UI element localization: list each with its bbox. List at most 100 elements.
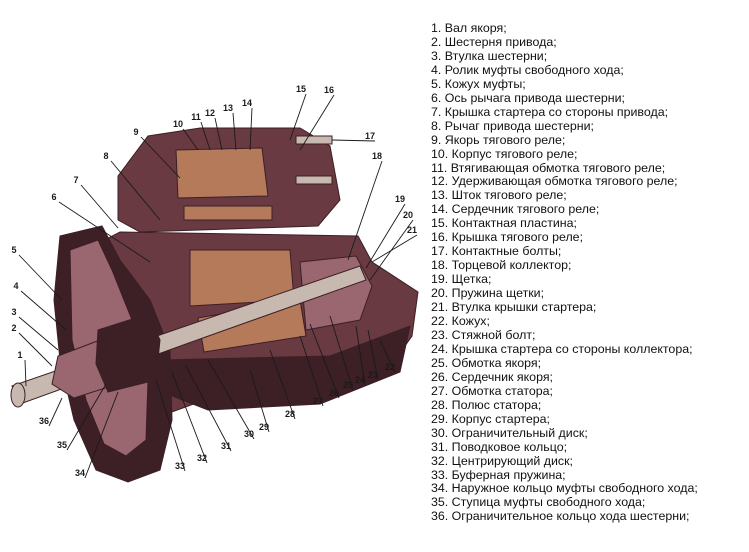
callout-number-9: 9 bbox=[133, 127, 138, 137]
callout-number-13: 13 bbox=[223, 103, 233, 113]
leader-line-34 bbox=[84, 391, 119, 479]
leader-line-7 bbox=[80, 184, 119, 229]
callout-number-12: 12 bbox=[205, 108, 215, 118]
callout-number-6: 6 bbox=[51, 192, 56, 202]
leader-line-17 bbox=[331, 139, 376, 142]
leader-line-15 bbox=[289, 93, 307, 141]
legend-item-8: 8. Рычаг привода шестерни; bbox=[431, 118, 594, 133]
callout-number-1: 1 bbox=[17, 350, 22, 360]
legend-item-31: 31. Поводковое кольцо; bbox=[431, 439, 568, 454]
leader-line-19 bbox=[365, 203, 406, 269]
leader-line-24 bbox=[355, 325, 366, 386]
leader-line-29 bbox=[249, 369, 270, 433]
legend-item-22: 22. Кожух; bbox=[431, 314, 490, 329]
callout-number-32: 32 bbox=[197, 453, 207, 463]
leader-line-21 bbox=[371, 234, 418, 263]
legend-item-34: 34. Наружное кольцо муфты свободного ход… bbox=[431, 481, 698, 496]
leader-line-10 bbox=[182, 128, 199, 151]
legend-item-9: 9. Якорь тягового реле; bbox=[431, 132, 566, 147]
callout-number-25: 25 bbox=[343, 380, 353, 390]
callout-number-31: 31 bbox=[221, 441, 231, 451]
legend-item-29: 29. Корпус стартера; bbox=[431, 411, 550, 426]
leader-line-23 bbox=[367, 329, 379, 381]
contact-bolt-upper bbox=[295, 135, 333, 145]
callout-number-16: 16 bbox=[324, 85, 334, 95]
legend-item-1: 1. Вал якоря; bbox=[431, 21, 507, 35]
legend-item-3: 3. Втулка шестерни; bbox=[431, 48, 548, 63]
leader-line-22 bbox=[379, 339, 396, 373]
legend-item-11: 11. Втягивающая обмотка тягового реле; bbox=[431, 160, 666, 175]
legend-item-7: 7. Крышка стартера со стороны привода; bbox=[431, 104, 669, 119]
leader-line-14 bbox=[249, 107, 253, 151]
callout-number-28: 28 bbox=[285, 409, 295, 419]
legend-item-26: 26. Сердечник якоря; bbox=[431, 369, 553, 384]
legend-item-17: 17. Контактные болты; bbox=[431, 244, 562, 259]
legend-item-15: 15. Контактная пластина; bbox=[431, 216, 577, 231]
leader-line-36 bbox=[48, 397, 63, 427]
callout-number-30: 30 bbox=[244, 429, 254, 439]
leader-line-28 bbox=[269, 349, 296, 420]
leader-line-35 bbox=[66, 383, 107, 451]
legend-item-23: 23. Стяжной болт; bbox=[431, 327, 536, 342]
legend-item-25: 25. Обмотка якоря; bbox=[431, 355, 542, 370]
callout-number-15: 15 bbox=[296, 84, 306, 94]
legend-item-18: 18. Торцевой коллектор; bbox=[431, 258, 572, 273]
callout-number-34: 34 bbox=[75, 468, 85, 478]
legend-item-6: 6. Ось рычага привода шестерни; bbox=[431, 90, 625, 105]
leader-line-4 bbox=[20, 290, 67, 331]
legend-item-27: 27. Обмотка статора; bbox=[431, 383, 553, 398]
legend-item-5: 5. Кожух муфты; bbox=[431, 76, 526, 91]
leader-line-25 bbox=[329, 315, 354, 391]
legend-item-32: 32. Центрирующий диск; bbox=[431, 453, 573, 468]
leader-line-26 bbox=[309, 323, 340, 399]
leader-line-6 bbox=[58, 201, 151, 263]
callout-number-24: 24 bbox=[355, 375, 365, 385]
callout-number-23: 23 bbox=[368, 370, 378, 380]
callout-number-7: 7 bbox=[73, 175, 78, 185]
leader-line-13 bbox=[232, 112, 237, 151]
legend-item-10: 10. Корпус тягового реле; bbox=[431, 146, 578, 161]
callout-number-4: 4 bbox=[13, 281, 18, 291]
parts-legend: 1. Вал якоря;2. Шестерня привода;3. Втул… bbox=[431, 21, 698, 524]
legend-item-19: 19. Щетка; bbox=[431, 272, 492, 287]
leader-line-16 bbox=[299, 94, 335, 151]
relay-winding bbox=[175, 147, 269, 199]
callout-number-10: 10 bbox=[173, 119, 183, 129]
legend-item-35: 35. Ступица муфты свободного хода; bbox=[431, 495, 646, 510]
legend-item-2: 2. Шестерня привода; bbox=[431, 34, 557, 49]
legend-item-24: 24. Крышка стартера со стороны коллектор… bbox=[431, 341, 693, 356]
starter-cutaway-illustration bbox=[10, 127, 419, 483]
leader-line-12 bbox=[214, 117, 223, 151]
callout-number-3: 3 bbox=[11, 307, 16, 317]
legend-item-28: 28. Полюс статора; bbox=[431, 397, 542, 412]
legend-item-30: 30. Ограничительный диск; bbox=[431, 425, 588, 440]
leader-line-9 bbox=[140, 136, 181, 179]
relay-winding-lower bbox=[183, 205, 273, 221]
callout-number-11: 11 bbox=[191, 112, 201, 122]
shaft-end bbox=[10, 382, 26, 408]
leader-line-33 bbox=[155, 379, 186, 472]
callout-number-20: 20 bbox=[403, 210, 413, 220]
callout-number-29: 29 bbox=[259, 422, 269, 432]
leader-line-30 bbox=[207, 359, 255, 440]
legend-item-4: 4. Ролик муфты свободного хода; bbox=[431, 62, 624, 77]
legend-item-14: 14. Сердечник тягового реле; bbox=[431, 202, 600, 217]
callout-number-18: 18 bbox=[372, 151, 382, 161]
legend-item-13: 13. Шток тягового реле; bbox=[431, 188, 567, 203]
leader-line-3 bbox=[18, 316, 59, 351]
contact-bolt-lower bbox=[295, 175, 333, 185]
legend-item-33: 33. Буферная пружина; bbox=[431, 467, 566, 482]
callout-number-14: 14 bbox=[242, 98, 252, 108]
legend-item-36: 36. Ограничительное кольцо хода шестерни… bbox=[431, 509, 690, 524]
callout-number-22: 22 bbox=[385, 362, 395, 372]
leader-line-2 bbox=[18, 332, 53, 367]
callout-number-33: 33 bbox=[175, 461, 185, 471]
callout-number-21: 21 bbox=[407, 225, 417, 235]
legend-item-21: 21. Втулка крышки стартера; bbox=[431, 300, 597, 315]
leader-line-5 bbox=[18, 254, 63, 301]
legend-item-20: 20. Пружина щетки; bbox=[431, 286, 545, 301]
callout-number-35: 35 bbox=[57, 440, 67, 450]
callout-number-27: 27 bbox=[313, 396, 323, 406]
